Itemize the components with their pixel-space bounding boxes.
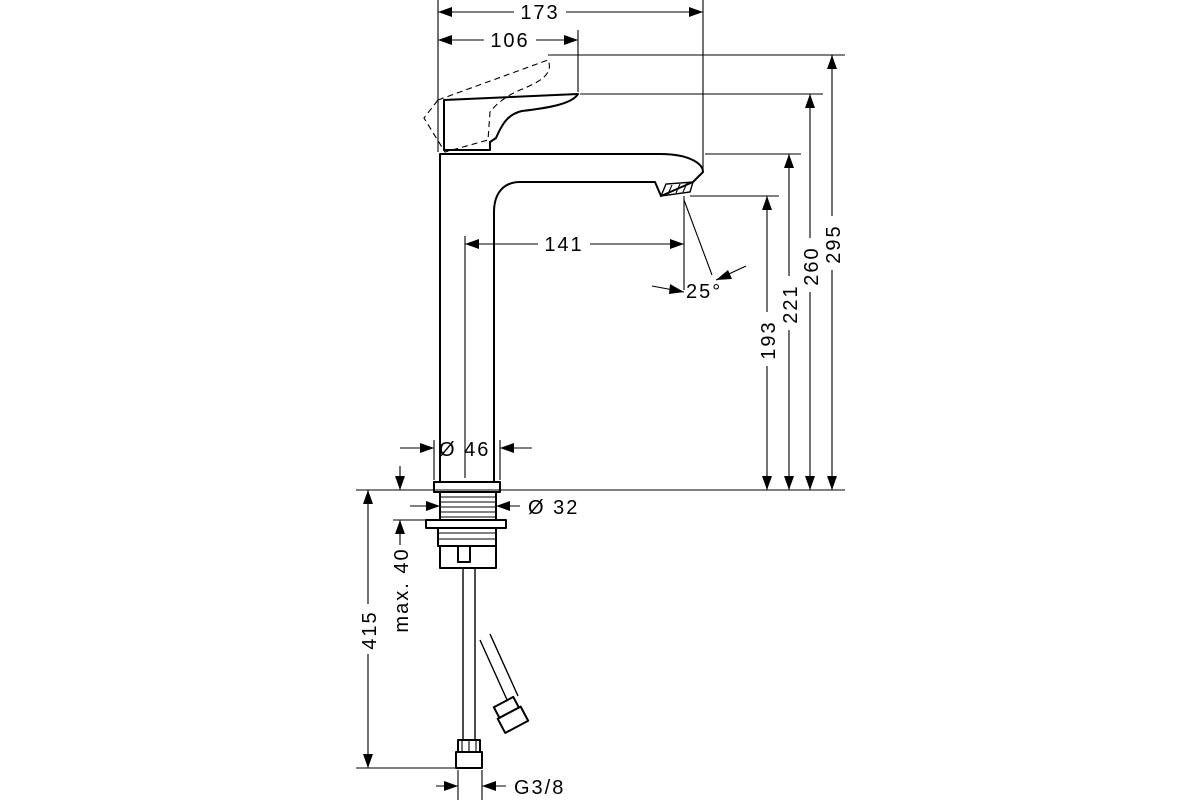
dimension-labels: 173 106 141 25° Ø 46 Ø 32 max. 40 415 G3… xyxy=(356,2,845,799)
extension-lines xyxy=(356,0,845,800)
faucet-body xyxy=(423,59,704,493)
dim-overall-width: 173 xyxy=(520,2,559,24)
mounting-assembly xyxy=(425,491,530,769)
dim-base-diameter: Ø 46 xyxy=(439,439,490,461)
dim-tail-diameter: Ø 32 xyxy=(528,497,579,519)
dimension-lines xyxy=(363,7,837,791)
dim-spout-reach: 141 xyxy=(544,234,583,256)
dim-spout-angle: 25° xyxy=(686,281,722,303)
dim-height-outlet: 193 xyxy=(758,320,780,359)
dim-length-below: 415 xyxy=(359,610,381,649)
dim-height-spout: 221 xyxy=(780,284,802,323)
dim-handle-width: 106 xyxy=(490,30,529,52)
dim-height-handle: 260 xyxy=(801,246,823,285)
dim-connection-thread: G3/8 xyxy=(514,777,565,799)
dim-height-total: 295 xyxy=(823,224,845,263)
dim-max-thickness: max. 40 xyxy=(391,547,413,632)
